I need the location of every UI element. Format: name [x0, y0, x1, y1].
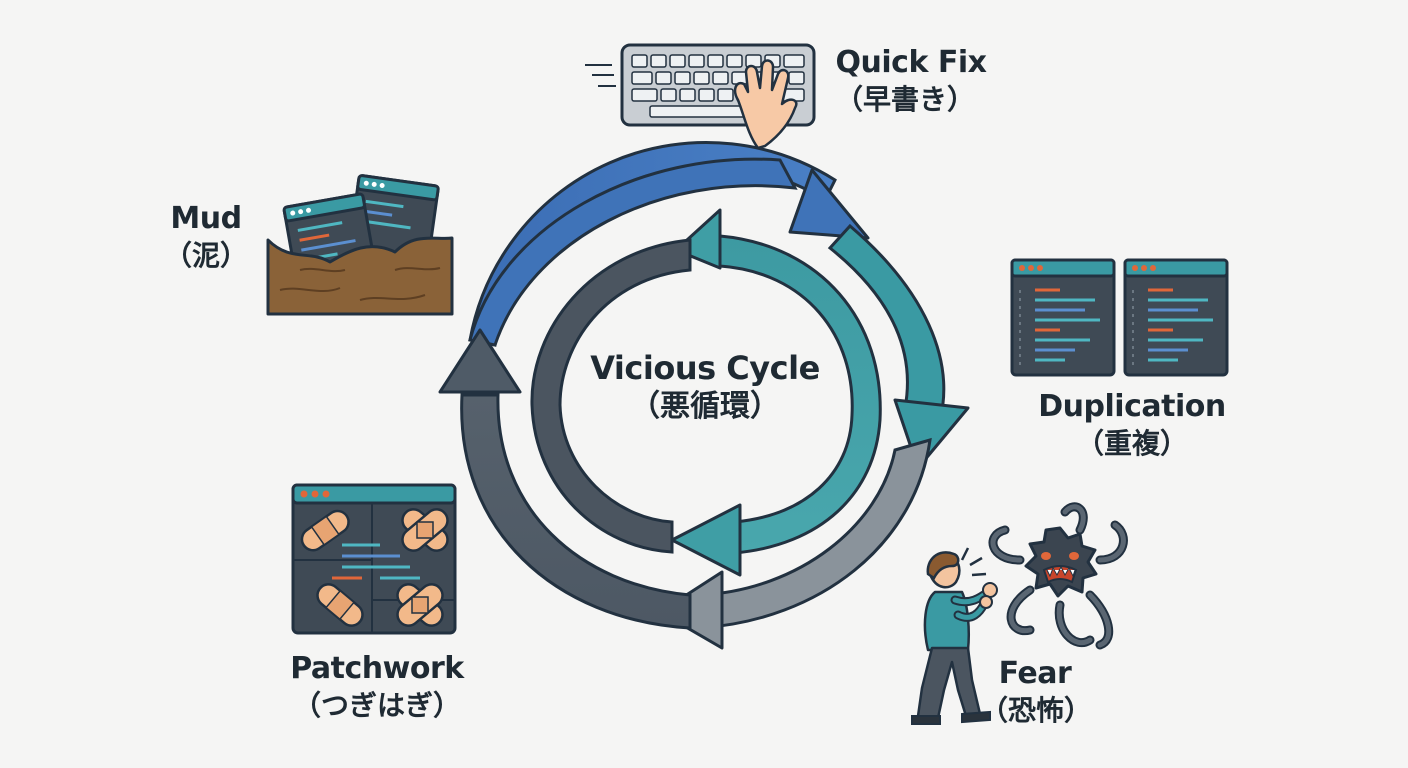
center-subtitle: （悪循環） — [630, 389, 780, 424]
stage-quick-fix-label: Quick Fix （早書き） — [826, 44, 996, 117]
stage-duplication-subtitle: （重複） — [1075, 426, 1188, 460]
stage-patchwork-title: Patchwork — [290, 651, 464, 686]
code-windows-in-mud-icon — [266, 174, 454, 316]
stage-fear-subtitle: （恐怖） — [980, 693, 1093, 727]
center-title: Vicious Cycle — [590, 349, 820, 387]
center-label: Vicious Cycle （悪循環） — [560, 348, 850, 426]
stage-duplication-label: Duplication （重複） — [1022, 388, 1242, 461]
inner-arrow-dark — [530, 238, 692, 554]
stage-fear-label: Fear （恐怖） — [980, 655, 1093, 728]
bandaged-code-window-icon — [291, 483, 457, 635]
outer-arrow-dark — [438, 328, 692, 630]
keyboard-typing-icon — [585, 43, 816, 150]
outer-arrow-blue — [468, 141, 870, 347]
stage-mud-label: Mud （泥） — [158, 200, 254, 273]
stage-patchwork-label: Patchwork （つぎはぎ） — [272, 650, 482, 723]
stage-quick-fix-subtitle: （早書き） — [834, 82, 975, 116]
stage-fear-title: Fear — [998, 656, 1072, 691]
stage-mud-title: Mud — [170, 201, 242, 236]
stage-patchwork-subtitle: （つぎはぎ） — [292, 688, 461, 722]
stage-mud-subtitle: （泥） — [163, 238, 248, 272]
frightened-person-monster-icon — [911, 502, 1128, 725]
stage-quick-fix-title: Quick Fix — [835, 45, 987, 80]
stage-duplication-title: Duplication — [1038, 389, 1226, 424]
duplicate-code-windows-icon — [1010, 258, 1229, 377]
